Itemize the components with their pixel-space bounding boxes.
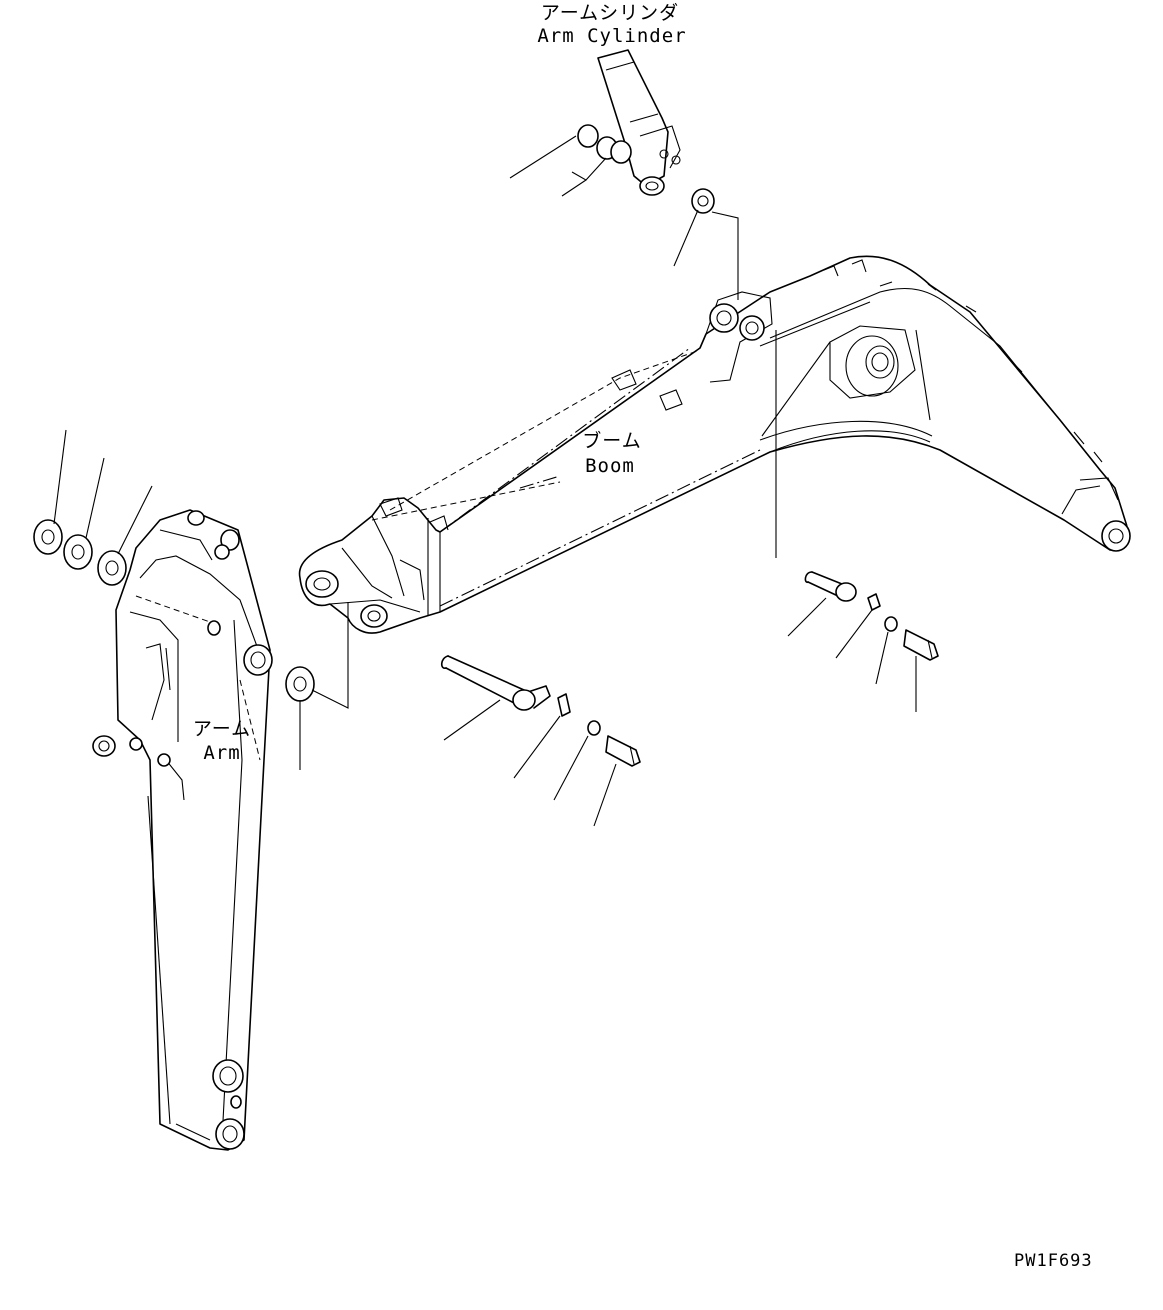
drawing-code: PW1F693	[1014, 1251, 1093, 1271]
washer	[285, 666, 315, 702]
boom-pin-set-right	[804, 571, 939, 661]
washer	[577, 124, 599, 148]
boom-pin-set-left	[440, 655, 641, 767]
pin-head	[512, 689, 536, 711]
pin-head	[835, 582, 857, 602]
washer	[63, 534, 93, 570]
washer	[587, 720, 601, 736]
washer	[610, 140, 632, 164]
washer	[691, 188, 715, 214]
arm-washers	[33, 519, 315, 702]
boom-label-en: Boom	[585, 455, 635, 477]
lock-plate	[557, 693, 571, 717]
arm-cylinder-label-jp: アームシリンダ	[540, 2, 680, 24]
washer	[884, 616, 898, 632]
boom	[298, 255, 1131, 634]
arm-label-jp: アーム	[192, 718, 252, 740]
bolt	[605, 735, 641, 767]
boom-label-jp: ブーム	[582, 430, 642, 452]
washer	[97, 550, 127, 586]
leader-lines	[53, 135, 917, 827]
lock-plate	[867, 593, 881, 611]
arm	[92, 509, 273, 1151]
bolt	[903, 629, 939, 661]
arm-cylinder-label-en: Arm Cylinder	[537, 25, 687, 47]
arm-label-en: Arm	[203, 742, 241, 764]
arm-cylinder-washers	[577, 124, 715, 214]
arm-cylinder	[597, 49, 681, 196]
washer	[33, 519, 63, 555]
